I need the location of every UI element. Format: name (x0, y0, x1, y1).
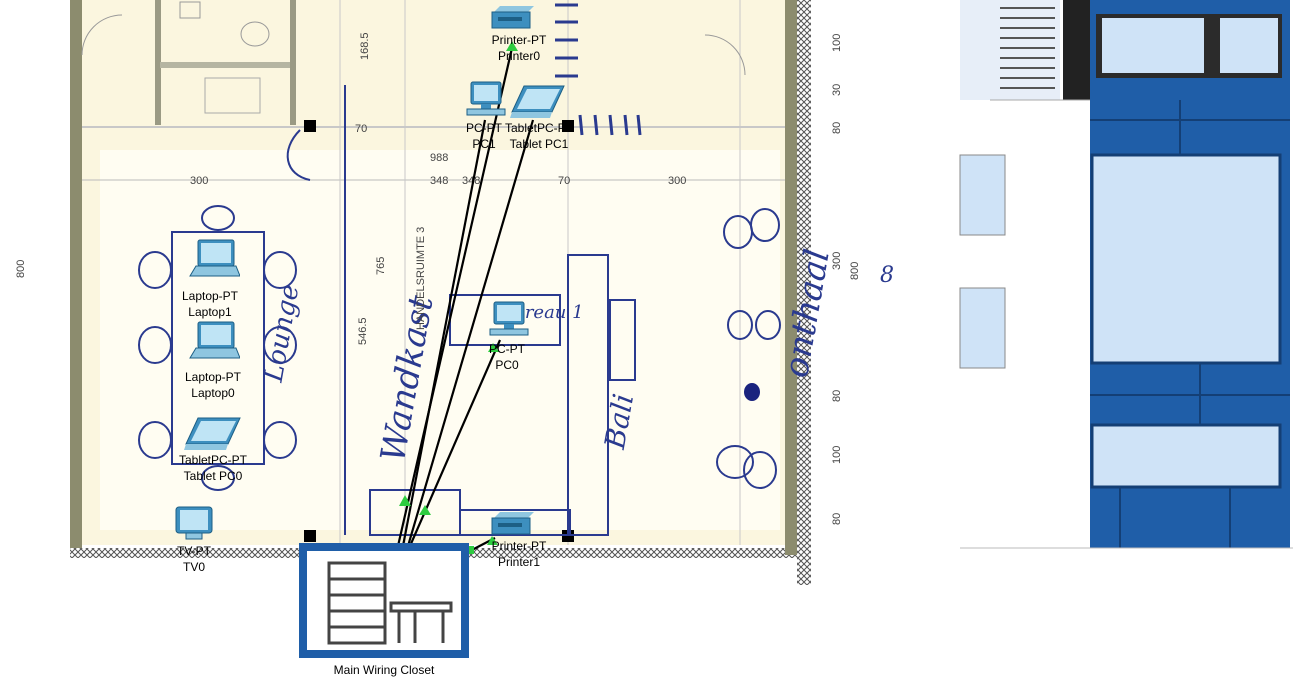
laptop1-label: Laptop-PTLaptop1 (182, 288, 238, 320)
laptop0-device[interactable] (188, 320, 240, 362)
laptop-icon (188, 238, 240, 280)
link-up-indicator (419, 505, 431, 515)
tablet1-device[interactable] (510, 84, 566, 120)
printer1-label: Printer-PTPrinter1 (492, 538, 547, 570)
cable-pc1[interactable] (403, 120, 485, 546)
printer-icon (490, 510, 534, 536)
printer0-device[interactable] (490, 4, 534, 30)
pc0-device[interactable] (488, 300, 530, 336)
wiring-closet-icon (307, 551, 461, 650)
tv0-device[interactable] (174, 505, 214, 541)
rack-desk-icon (307, 551, 461, 650)
pc1-label: PC-PTPC1 (466, 120, 502, 152)
pc-icon (488, 300, 530, 336)
tablet0-label: TabletPC-PTTablet PC0 (179, 452, 247, 484)
tablet0-device[interactable] (184, 416, 242, 452)
tablet-icon (510, 84, 566, 120)
main-wiring-closet[interactable] (299, 543, 469, 658)
printer-icon (490, 4, 534, 30)
pc0-label: PC-PTPC0 (489, 341, 525, 373)
tv-icon (174, 505, 214, 541)
pc-icon (465, 80, 507, 116)
closet-label: Main Wiring Closet (334, 662, 435, 678)
printer0-label: Printer-PTPrinter0 (492, 32, 547, 64)
laptop0-label: Laptop-PTLaptop0 (185, 369, 241, 401)
laptop-icon (188, 320, 240, 362)
tv0-label: TV-PTTV0 (177, 543, 211, 575)
tablet1-label: TabletPC-PTTablet PC1 (505, 120, 573, 152)
printer1-device[interactable] (490, 510, 534, 536)
pc1-device[interactable] (465, 80, 507, 116)
laptop1-device[interactable] (188, 238, 240, 280)
tablet-icon (184, 416, 242, 452)
